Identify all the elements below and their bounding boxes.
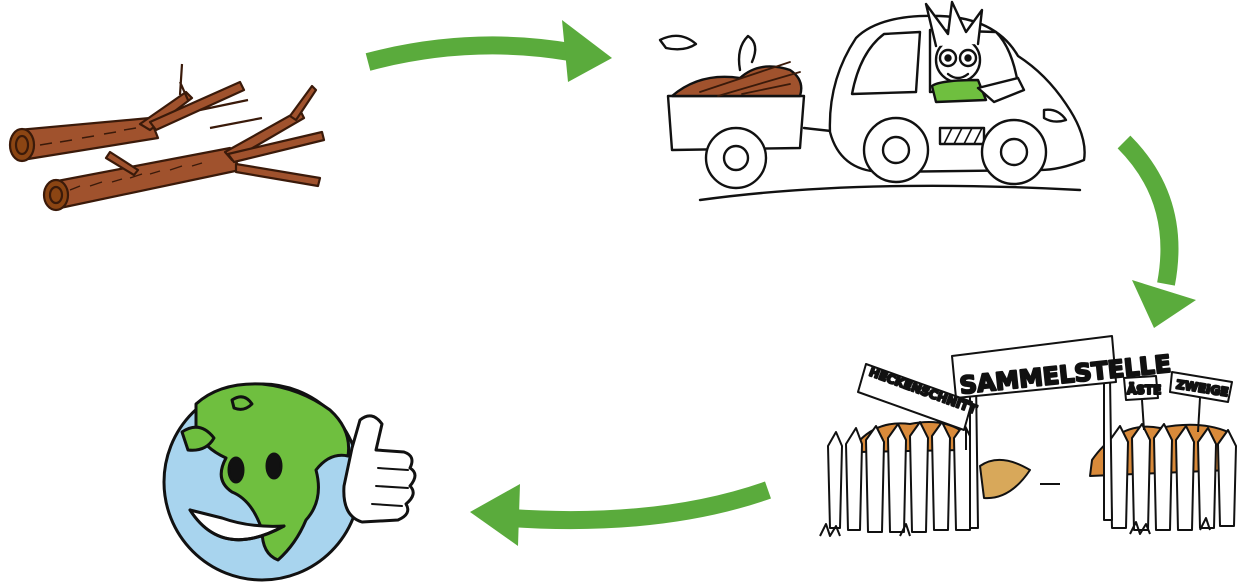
branches-icon [8, 63, 326, 212]
arrow-icon [470, 481, 771, 546]
collection-point-icon: SAMMELSTELLE HECKENSCHNITT ÄSTE ZWEIGE [819, 335, 1237, 537]
arrow-icon [1117, 135, 1196, 328]
sign-aeste: ÄSTE [1127, 382, 1161, 397]
happy-earth-icon [162, 382, 417, 582]
arrow-icon [365, 20, 612, 82]
car-with-trailer-icon [658, 0, 1086, 202]
